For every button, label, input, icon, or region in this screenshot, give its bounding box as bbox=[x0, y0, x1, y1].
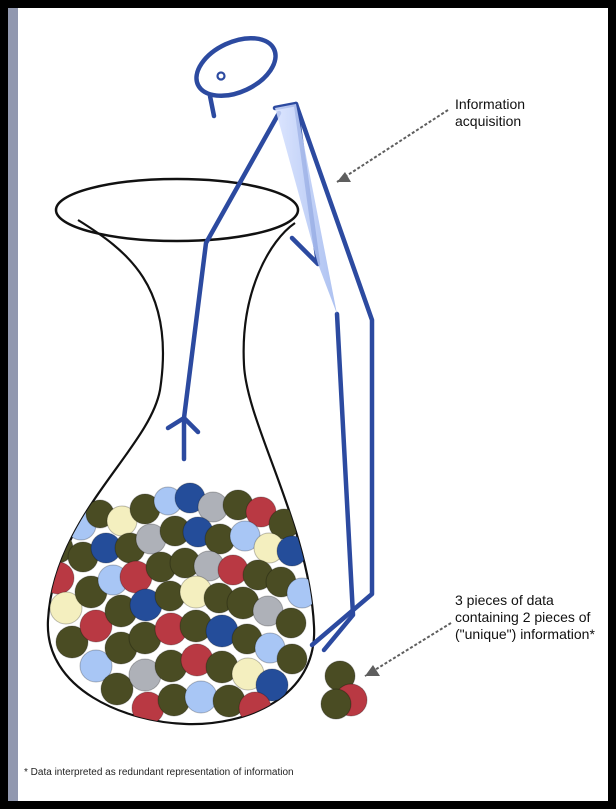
data-label-line-2: containing 2 pieces of bbox=[455, 609, 611, 626]
data-label-line-1: 3 pieces of data bbox=[455, 592, 611, 609]
redundancy-footnote: * Data interpreted as redundant represen… bbox=[24, 767, 294, 778]
information-label-line-2: acquisition bbox=[455, 113, 525, 130]
external-data-beads bbox=[321, 661, 367, 719]
person-head bbox=[187, 27, 284, 108]
data-pieces-label: 3 pieces of data containing 2 pieces of … bbox=[455, 592, 611, 643]
information-acquisition-label: Information acquisition bbox=[455, 96, 525, 130]
vase-beads bbox=[42, 483, 317, 724]
vase-rim bbox=[56, 179, 298, 241]
data-label-line-3: ("unique") information* bbox=[455, 626, 611, 643]
annotation-arrows bbox=[337, 110, 451, 676]
information-label-line-1: Information bbox=[455, 96, 525, 113]
person-eye bbox=[218, 73, 225, 80]
